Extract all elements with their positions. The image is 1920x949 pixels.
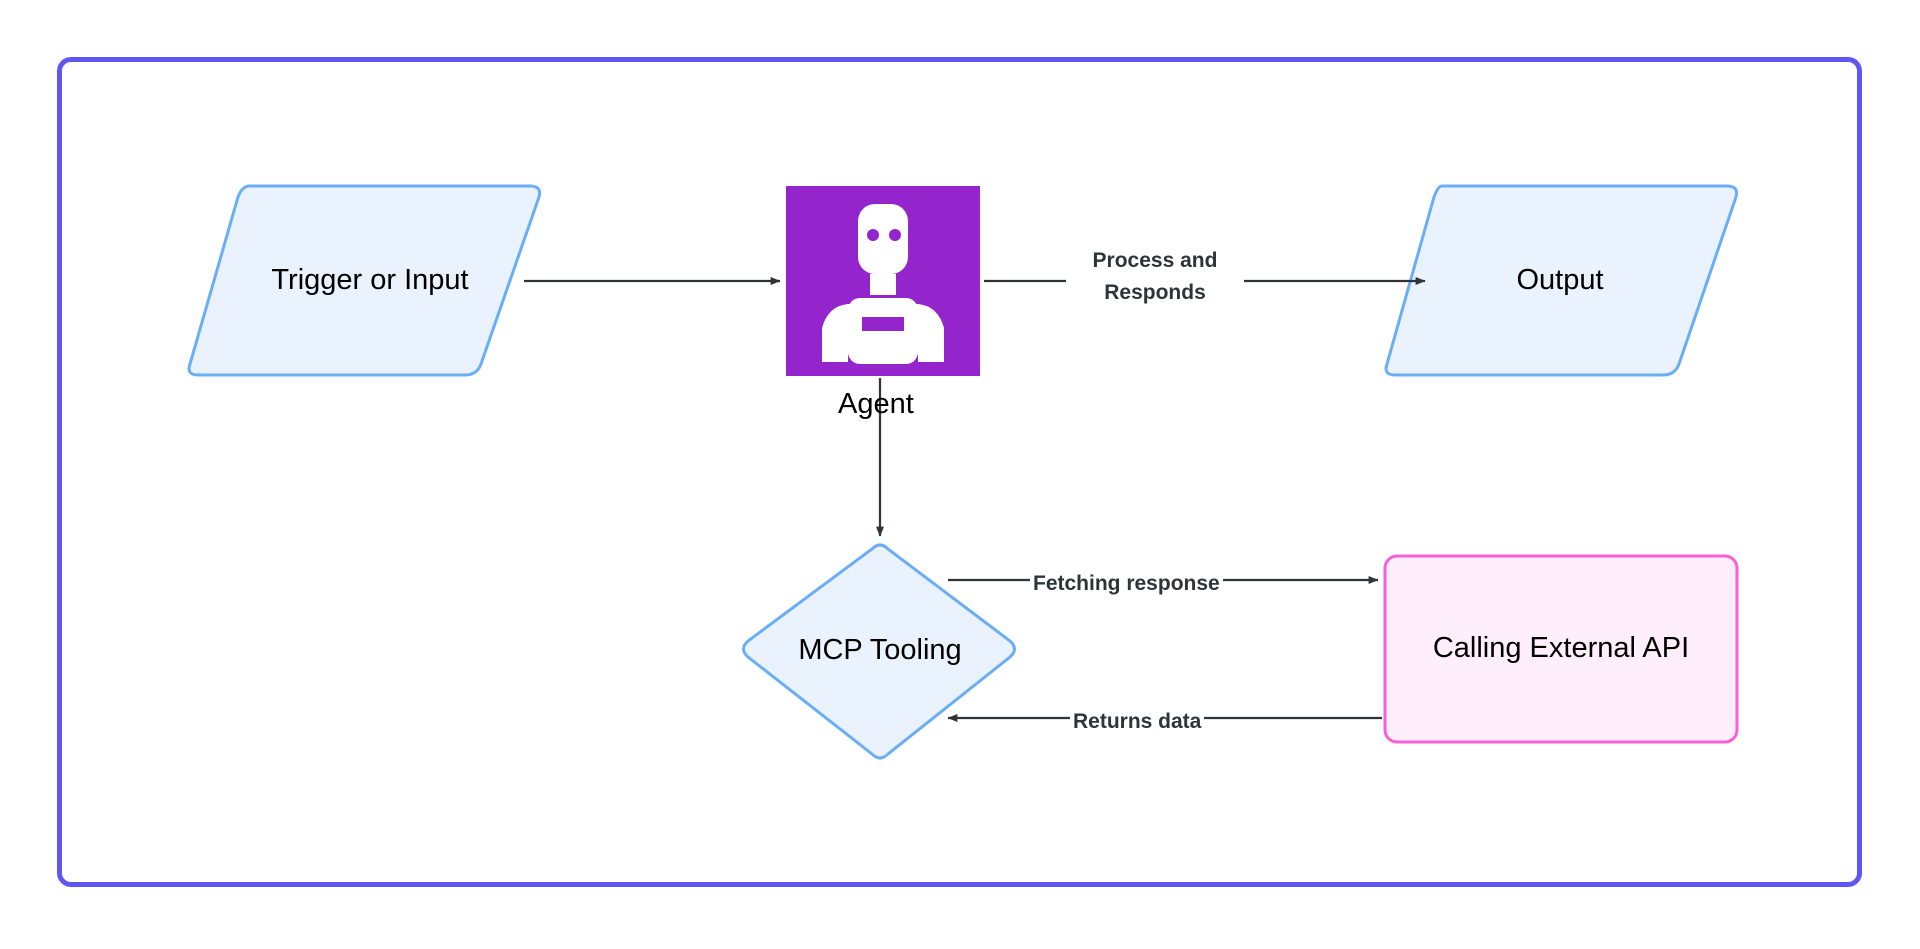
node-mcp-label: MCP Tooling <box>798 634 962 666</box>
robot-agent-icon <box>822 204 944 364</box>
diagram-frame <box>57 57 1862 887</box>
edge-label-process-and-responds: Process and Responds <box>1066 245 1244 308</box>
node-trigger-label: Trigger or Input <box>271 264 469 296</box>
edge-label-line-2: Responds <box>1104 280 1206 304</box>
node-agent-label: Agent <box>838 388 914 420</box>
edge-label-fetching-response: Fetching response <box>1030 568 1223 600</box>
node-agent-block[interactable] <box>786 186 980 376</box>
node-output-label: Output <box>1516 264 1604 296</box>
node-api-label: Calling External API <box>1432 632 1690 664</box>
edge-label-line-1: Process and <box>1092 249 1218 272</box>
edge-label-returns-data: Returns data <box>1070 706 1205 738</box>
